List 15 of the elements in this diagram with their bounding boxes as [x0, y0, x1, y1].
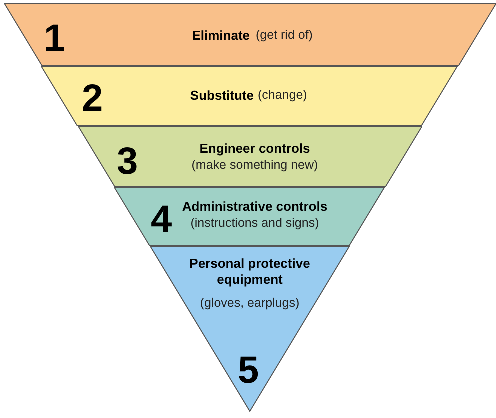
- level-number: 4: [150, 201, 172, 239]
- level-title: Personal protective equipment: [188, 256, 312, 288]
- level-description: (change): [258, 88, 308, 104]
- level-number: 3: [116, 143, 138, 181]
- level-number: 5: [238, 352, 260, 390]
- level-title: Substitute: [189, 88, 254, 104]
- level-description: (make something new): [190, 158, 320, 174]
- level-description: (gloves, earplugs): [200, 296, 300, 312]
- level-title: Engineer controls: [198, 141, 312, 158]
- level-number: 1: [44, 20, 66, 58]
- level-description: (instructions and signs): [190, 216, 320, 232]
- level-number: 2: [82, 80, 104, 118]
- level-title: Administrative controls: [181, 199, 329, 216]
- level-description: (get rid of): [256, 28, 314, 44]
- level-title: Eliminate: [191, 28, 250, 44]
